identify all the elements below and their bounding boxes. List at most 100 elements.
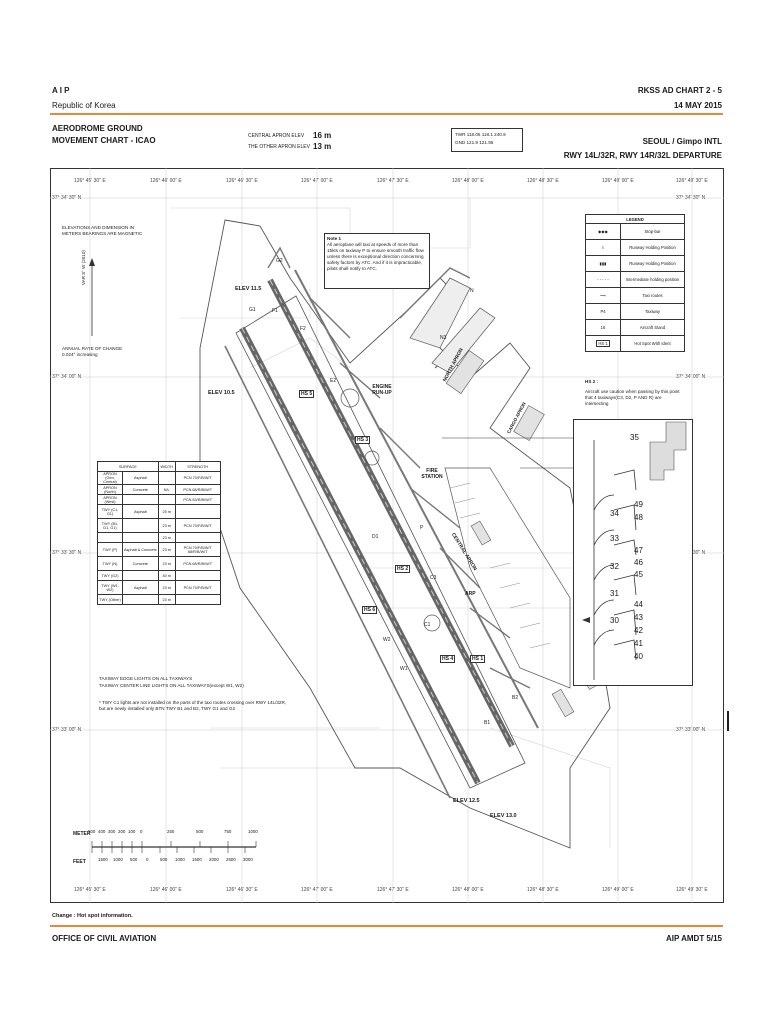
legend-label: Stop-bar xyxy=(620,223,685,240)
chart-id: RKSS AD CHART 2 - 5 xyxy=(637,86,722,95)
taxiway-label: F1 xyxy=(272,308,278,314)
legend-symbol: HS 1 xyxy=(585,335,621,352)
header-rule xyxy=(50,113,723,115)
stop-bar-symbol: ◆◆◆ xyxy=(585,223,621,240)
legend-symbol: P4 xyxy=(585,303,621,320)
arp-label: ARP xyxy=(465,591,476,597)
inset-drawing xyxy=(582,421,687,680)
taxi-route-arrow-icon: ⟶ xyxy=(585,287,621,304)
table-cell: APRON (Gen, Central) xyxy=(97,471,123,485)
table-cell: 23 m xyxy=(157,594,176,605)
table-cell xyxy=(122,594,159,605)
table-cell: Concrete xyxy=(122,556,159,571)
hs2-title: HS 2 : xyxy=(585,379,599,384)
table-cell: APRON (West) xyxy=(97,494,123,505)
aip-label: A I P xyxy=(52,86,70,95)
note-1-text: All aeroplane will taxi at speeds of mor… xyxy=(327,242,424,271)
airport-name: SEOUL / Gimpo INTL xyxy=(642,137,722,146)
chart-title-2: MOVEMENT CHART - ICAO xyxy=(52,136,156,145)
fire-station-label: FIRE STATION xyxy=(421,468,443,480)
central-apron-label: CENTRAL APRON ELEV xyxy=(248,133,305,139)
table-cell: Asphalt xyxy=(122,504,159,519)
scale-feet-label: FEET xyxy=(73,859,86,865)
stand-number: 35 xyxy=(630,433,639,442)
stand-number: 46 xyxy=(634,558,643,567)
central-apron xyxy=(444,467,571,689)
scale-tick: 1000 xyxy=(248,829,258,834)
intermediate-holding-symbol: - - - - - xyxy=(585,271,621,288)
scale-tick: 200 xyxy=(118,829,126,834)
office-label: OFFICE OF CIVIL AVIATION xyxy=(52,934,157,943)
hotspot-label: HS 6 xyxy=(362,606,378,614)
scale-tick: 400 xyxy=(98,829,106,834)
table-cell xyxy=(157,494,176,505)
legend-label: Taxiway xyxy=(620,303,685,320)
scale-tick: 500 xyxy=(88,829,96,834)
table-cell xyxy=(122,532,159,543)
stand-number: 30 xyxy=(610,616,619,625)
table-header: WIDTH xyxy=(157,461,176,472)
table-cell: TWY (G2) xyxy=(97,570,123,581)
stand-number: 41 xyxy=(634,639,643,648)
scale-bar xyxy=(91,841,257,853)
table-cell xyxy=(174,504,221,519)
stand-number: 47 xyxy=(634,546,643,555)
note-1-title: Note 1 xyxy=(327,236,342,241)
taxiway-label: W2 xyxy=(383,637,391,643)
scale-tick: 1500 xyxy=(192,857,202,862)
legend-label: Aircraft Stand xyxy=(620,319,685,336)
stand-number: 48 xyxy=(634,513,643,522)
chart-title-1: AERODROME GROUND xyxy=(52,124,143,133)
taxiway-w xyxy=(224,345,451,799)
legend-row: - - - - -Intermediate holding position xyxy=(585,271,685,288)
table-cell: 25 m xyxy=(157,504,176,519)
runway-centerline xyxy=(269,279,513,747)
scrollbar-thumb[interactable] xyxy=(727,711,729,731)
stand-number: 49 xyxy=(634,500,643,509)
table-cell xyxy=(122,494,159,505)
scale-tick: 500 xyxy=(196,829,204,834)
elev-label: ELEV 12.5 xyxy=(453,798,480,804)
legend-box: LEGEND ◆◆◆Stop-bar ≡Runway Holding Posit… xyxy=(585,214,685,352)
table-row: 23 m xyxy=(97,532,221,543)
stand-number: 43 xyxy=(634,613,643,622)
table-cell: Concrete xyxy=(122,484,159,495)
stand-number: 34 xyxy=(610,509,619,518)
taxiway-label: D1 xyxy=(372,534,379,540)
change-note: Change : Hot spot information. xyxy=(52,913,133,919)
table-cell: 23 m xyxy=(157,556,176,571)
table-cell xyxy=(157,471,176,485)
legend-label: Runway Holding Position xyxy=(620,239,685,256)
table-cell: 23 m xyxy=(157,542,176,557)
hs2-inset: 35 34 33 32 31 30 49 48 47 46 45 44 43 4… xyxy=(573,419,693,686)
legend-symbol: 16 xyxy=(585,319,621,336)
north-apron-2 xyxy=(431,307,496,374)
elevation-note: ELEVATIONS AND DIMENSION IN METERS BEARI… xyxy=(62,225,143,236)
scale-tick: 3000 xyxy=(243,857,253,862)
stand-number: 32 xyxy=(610,562,619,571)
table-cell: PCN 70/F/B/W/T xyxy=(174,518,221,533)
stand-number: 42 xyxy=(634,626,643,635)
amendment-label: AIP AMDT 5/15 xyxy=(665,934,722,943)
scale-tick: 1500 xyxy=(98,857,108,862)
frequency-twr: TWR 118.05 118.1 240.9 xyxy=(455,132,506,137)
scale-tick: 750 xyxy=(224,829,232,834)
north-arrow xyxy=(89,258,95,336)
taxiway-label: B1 xyxy=(484,720,491,726)
scale-tick: 2000 xyxy=(209,857,219,862)
legend-label: Runway Holding Position xyxy=(620,255,685,272)
table-cell: PCN 70/F/B/W/T 68/R/B/W/T xyxy=(174,542,221,557)
table-row: APRON (West)PCN 53/R/B/W/T xyxy=(97,494,221,505)
taxiway-label: G2 xyxy=(276,258,283,264)
edge-lights-note: TAXIWAY EDGE LIGHTS ON ALL TAXIWAYS xyxy=(99,676,193,681)
legend-title-row: LEGEND xyxy=(585,214,685,224)
taxiway-label: N3 xyxy=(440,335,447,341)
